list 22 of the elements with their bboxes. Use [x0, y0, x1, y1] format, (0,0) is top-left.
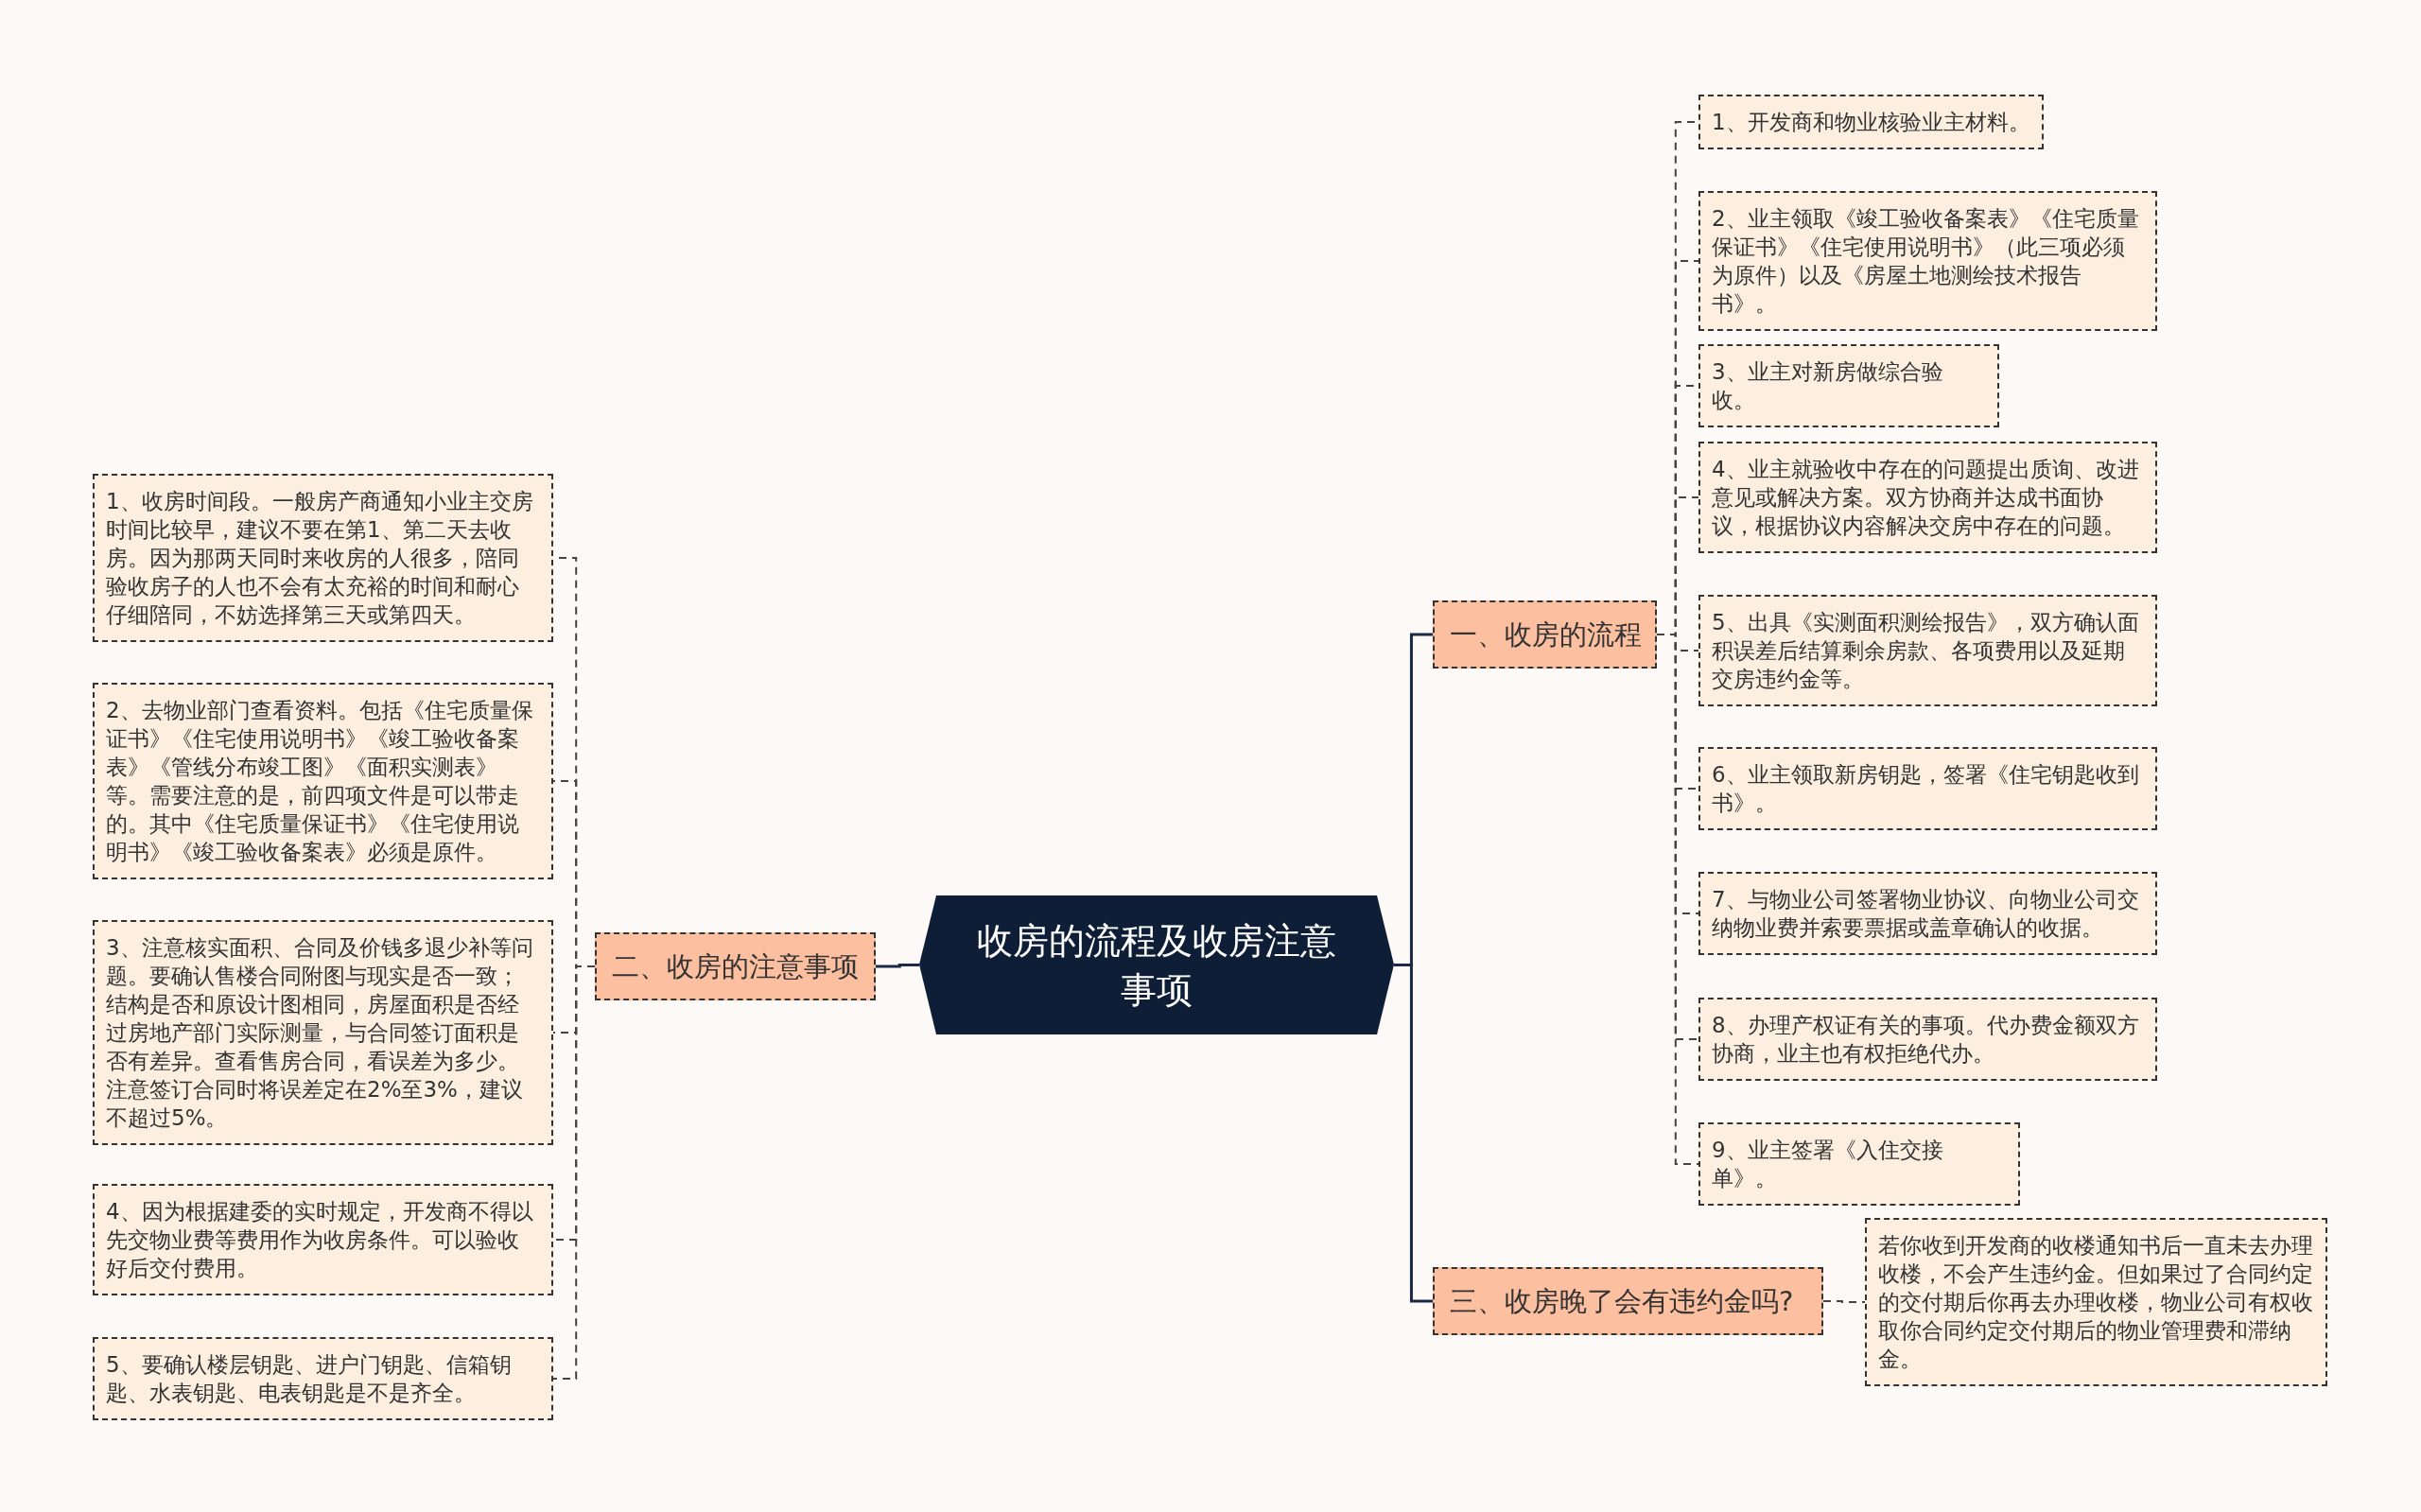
note-box: 9、业主签署《入住交接单》。 — [1698, 1122, 2020, 1206]
note-box: 4、业主就验收中存在的问题提出质询、改进意见或解决方案。双方协商并达成书面协议，根据协议内容解决交房中存在的问题。 — [1698, 442, 2157, 553]
note-box: 3、业主对新房做综合验收。 — [1698, 344, 1999, 427]
connector-line — [876, 964, 919, 968]
branch-topic: 三、收房晚了会有违约金吗? — [1433, 1267, 1823, 1335]
branch-topic: 二、收房的注意事项 — [595, 932, 876, 1000]
note-box: 2、去物业部门查看资料。包括《住宅质量保证书》《住宅使用说明书》《竣工验收备案表》《管线分布竣工图》《面积实测表》等。需要注意的是，前四项文件是可以带走的。其中《住宅质量保证书》《住宅使用说明书》《竣工验收备案表》必须是原件。 — [93, 683, 553, 879]
note-box: 8、办理产权证有关的事项。代办费金额双方协商，业主也有权拒绝代办。 — [1698, 998, 2157, 1081]
note-box: 5、要确认楼层钥匙、进户门钥匙、信箱钥匙、水表钥匙、电表钥匙是不是齐全。 — [93, 1337, 553, 1420]
note-box: 若你收到开发商的收楼通知书后一直未去办理收楼，不会产生违约金。但如果过了合同约定的交付期后你再去办理收楼，物业公司有权收取你合同约定交付期后的物业管理费和滞纳金。 — [1865, 1218, 2327, 1386]
note-box: 6、业主领取新房钥匙，签署《住宅钥匙收到书》。 — [1698, 747, 2157, 830]
connector-line — [1394, 964, 1433, 1303]
note-box: 5、出具《实测面积测绘报告》，双方确认面积误差后结算剩余房款、各项费用以及延期交房违约金等。 — [1698, 595, 2157, 706]
note-box: 2、业主领取《竣工验收备案表》《住宅质量保证书》《住宅使用说明书》（此三项必须为原件）以及《房屋土地测绘技术报告书》。 — [1698, 191, 2157, 331]
branch-topic: 一、收房的流程 — [1433, 600, 1657, 669]
note-box: 1、开发商和物业核验业主材料。 — [1698, 95, 2044, 149]
note-box: 1、收房时间段。一般房产商通知小业主交房时间比较早，建议不要在第1、第二天去收房。因为那两天同时来收房的人很多，陪同验收房子的人也不会有太充裕的时间和耐心仔细陪同，不妨选择第三天或第四天。 — [93, 474, 553, 642]
connector-line — [1822, 1300, 1866, 1303]
central-topic: 收房的流程及收房注意事项 — [919, 895, 1394, 1034]
note-box: 4、因为根据建委的实时规定，开发商不得以先交物业费等费用作为收房条件。可以验收好后交付费用。 — [93, 1184, 553, 1295]
note-box: 7、与物业公司签署物业协议、向物业公司交纳物业费并索要票据或盖章确认的收据。 — [1698, 872, 2157, 955]
note-box: 3、注意核实面积、合同及价钱多退少补等问题。要确认售楼合同附图与现实是否一致；结构是否和原设计图相同，房屋面积是否经过房地产部门实际测量，与合同签订面积是否有差异。查看售房合同，看误差为多少。注意签订合同时将误差定在2%至3%，建议不超过5%。 — [93, 920, 553, 1145]
